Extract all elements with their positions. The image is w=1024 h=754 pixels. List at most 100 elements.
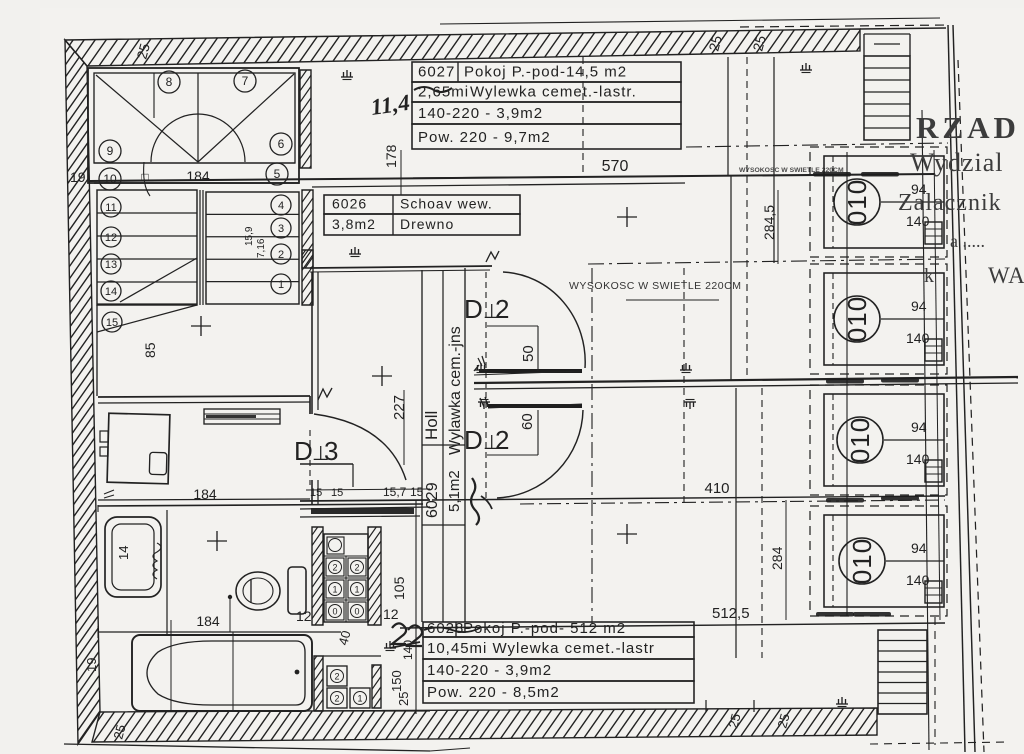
svg-text:12: 12 (383, 606, 399, 622)
svg-text:140: 140 (906, 451, 930, 467)
svg-text:11: 11 (105, 202, 116, 214)
svg-text:512,5: 512,5 (712, 605, 750, 622)
svg-text:6029: 6029 (424, 482, 441, 518)
svg-text:15: 15 (331, 487, 343, 499)
svg-text:184: 184 (186, 168, 210, 184)
svg-text:010: 010 (847, 538, 877, 584)
svg-text:Drewno: Drewno (400, 216, 454, 232)
svg-text:14: 14 (105, 286, 117, 298)
svg-text:284,5: 284,5 (761, 205, 777, 240)
svg-text:60: 60 (519, 413, 536, 430)
svg-text:19: 19 (70, 169, 86, 185)
svg-text:140-220 - 3,9m2: 140-220 - 3,9m2 (418, 105, 543, 122)
svg-text:25: 25 (133, 41, 153, 60)
svg-text:D: D (464, 294, 483, 324)
svg-text:25: 25 (774, 712, 792, 730)
svg-text:12: 12 (105, 232, 117, 244)
svg-text:19: 19 (84, 658, 99, 672)
svg-text:6027: 6027 (418, 63, 455, 80)
svg-text:⊥: ⊥ (312, 443, 329, 465)
svg-text:0: 0 (332, 607, 337, 617)
svg-text:25: 25 (725, 712, 743, 730)
svg-text:15: 15 (310, 487, 322, 499)
svg-text:11,4: 11,4 (369, 90, 411, 120)
svg-text:178: 178 (383, 144, 399, 168)
svg-text:1: 1 (332, 585, 337, 595)
svg-text:227: 227 (391, 395, 408, 420)
svg-text:184: 184 (196, 613, 220, 629)
svg-text:Pow. 220 - 9,7m2: Pow. 220 - 9,7m2 (418, 129, 551, 146)
svg-text:105: 105 (391, 576, 407, 600)
svg-text:7: 7 (242, 74, 249, 88)
svg-text:140: 140 (401, 640, 415, 660)
svg-text:1: 1 (354, 585, 359, 595)
svg-text:1: 1 (357, 694, 362, 704)
svg-text:Pokoj P.-pod- 512 m2: Pokoj P.-pod- 512 m2 (463, 620, 626, 637)
svg-text:2: 2 (334, 694, 339, 704)
svg-text:2: 2 (354, 563, 359, 573)
svg-text:10,45mi Wylewka cemet.-lastr: 10,45mi Wylewka cemet.-lastr (427, 640, 655, 657)
svg-text:15: 15 (106, 317, 118, 329)
svg-text:⊥: ⊥ (483, 432, 500, 454)
svg-text:8: 8 (166, 75, 173, 89)
svg-text:10: 10 (103, 172, 117, 186)
svg-text:6026: 6026 (332, 196, 367, 212)
svg-text:Holl: Holl (422, 411, 441, 440)
svg-text:25: 25 (396, 692, 411, 706)
svg-text:Pow. 220 - 8,5m2: Pow. 220 - 8,5m2 (427, 684, 560, 701)
svg-text:Pokoj P.-pod-14,5 m2: Pokoj P.-pod-14,5 m2 (464, 63, 627, 80)
svg-text:Wylawka cem.-jns: Wylawka cem.-jns (447, 326, 464, 455)
svg-text:140: 140 (906, 330, 930, 346)
svg-text:⊥: ⊥ (483, 301, 500, 323)
svg-text:94: 94 (911, 298, 927, 314)
svg-text:k: k (924, 265, 934, 287)
svg-text:3,8m2: 3,8m2 (332, 216, 376, 232)
svg-text:94: 94 (911, 419, 927, 435)
svg-text:25: 25 (705, 33, 725, 52)
svg-text:5,1m2: 5,1m2 (446, 470, 463, 512)
svg-text:WA: WA (988, 263, 1024, 288)
svg-text:Schoav wew.: Schoav wew. (400, 196, 493, 212)
svg-text:140-220 - 3,9m2: 140-220 - 3,9m2 (427, 662, 552, 679)
svg-text:15,7: 15,7 (383, 485, 407, 499)
svg-text:13: 13 (105, 259, 117, 271)
svg-text:010: 010 (845, 417, 875, 463)
svg-text:Wylewka cemet.-lastr.: Wylewka cemet.-lastr. (470, 83, 637, 100)
svg-text:5: 5 (274, 167, 281, 181)
svg-text:2: 2 (278, 249, 284, 261)
svg-text:1: 1 (278, 279, 284, 291)
svg-text:284: 284 (769, 546, 785, 570)
svg-text:RZAD N: RZAD N (916, 110, 1024, 145)
svg-text:WYSOKOSC W SWIETLE 220CM: WYSOKOSC W SWIETLE 220CM (569, 280, 741, 292)
svg-text:D: D (464, 425, 483, 455)
svg-text:□: □ (141, 170, 148, 184)
svg-text:WYSOKOSC W SWIETLE 220CM: WYSOKOSC W SWIETLE 220CM (739, 167, 844, 174)
svg-text:2: 2 (334, 672, 339, 682)
svg-text:40: 40 (335, 629, 353, 647)
svg-text:85: 85 (142, 342, 158, 358)
svg-text:4: 4 (278, 200, 284, 212)
svg-text:15: 15 (410, 485, 424, 499)
svg-text:3: 3 (324, 436, 338, 466)
svg-text:2: 2 (495, 425, 509, 455)
svg-text:0: 0 (354, 607, 359, 617)
svg-text:2: 2 (332, 563, 337, 573)
svg-text:184: 184 (193, 486, 217, 502)
svg-text:94: 94 (911, 540, 927, 556)
svg-text:150: 150 (389, 670, 404, 692)
svg-text:12: 12 (296, 608, 312, 624)
svg-text:3: 3 (278, 223, 284, 235)
svg-text:140: 140 (906, 572, 930, 588)
svg-text:50: 50 (520, 345, 537, 362)
svg-text:a .....: a ..... (950, 231, 985, 251)
svg-text:410: 410 (704, 480, 729, 497)
svg-text:7,16: 7,16 (256, 238, 267, 258)
svg-text:15,9: 15,9 (244, 226, 255, 246)
svg-text:14: 14 (116, 546, 131, 560)
svg-text:25: 25 (110, 723, 128, 741)
svg-text:Wydzial: Wydzial (910, 148, 1004, 177)
svg-text:D: D (294, 436, 313, 466)
svg-text:2: 2 (495, 294, 509, 324)
svg-text:Zalacznik: Zalacznik (898, 190, 1002, 216)
svg-text:25: 25 (749, 33, 769, 52)
